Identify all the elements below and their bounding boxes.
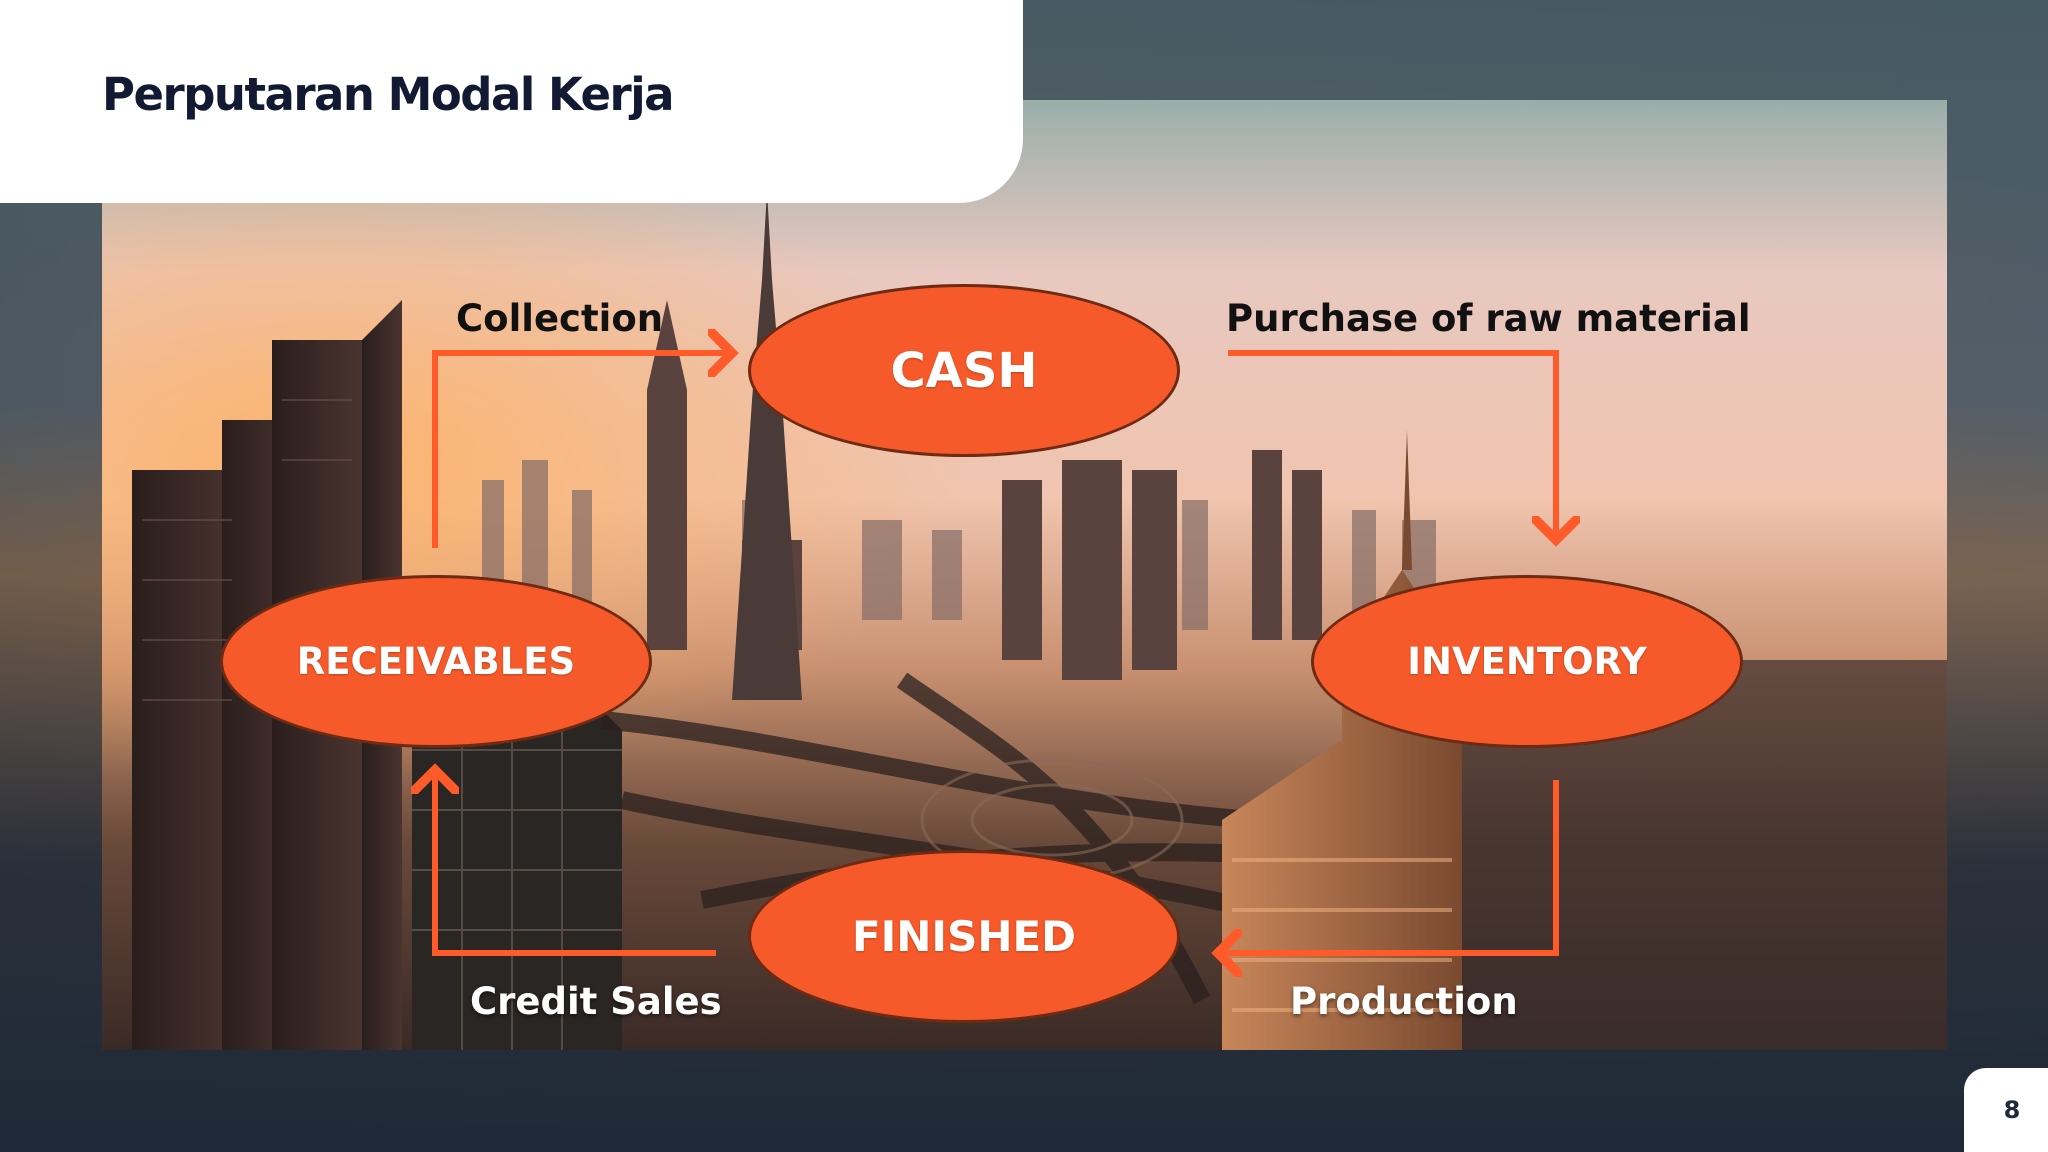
city-skyline-photo — [102, 100, 1947, 1050]
page-number: 8 — [2003, 1096, 2021, 1124]
label-production: Production — [1290, 980, 1518, 1023]
node-inventory: INVENTORY — [1311, 575, 1743, 748]
label-credit-sales: Credit Sales — [470, 980, 722, 1023]
node-finished: FINISHED — [748, 850, 1180, 1023]
title-card: Perputaran Modal Kerja — [0, 0, 1023, 203]
page-title: Perputaran Modal Kerja — [102, 68, 675, 121]
node-receivables: RECEIVABLES — [220, 575, 652, 748]
node-cash: CASH — [748, 284, 1180, 457]
label-purchase: Purchase of raw material — [1226, 297, 1751, 340]
page-number-tab: 8 — [1964, 1068, 2048, 1152]
label-collection: Collection — [456, 297, 664, 340]
